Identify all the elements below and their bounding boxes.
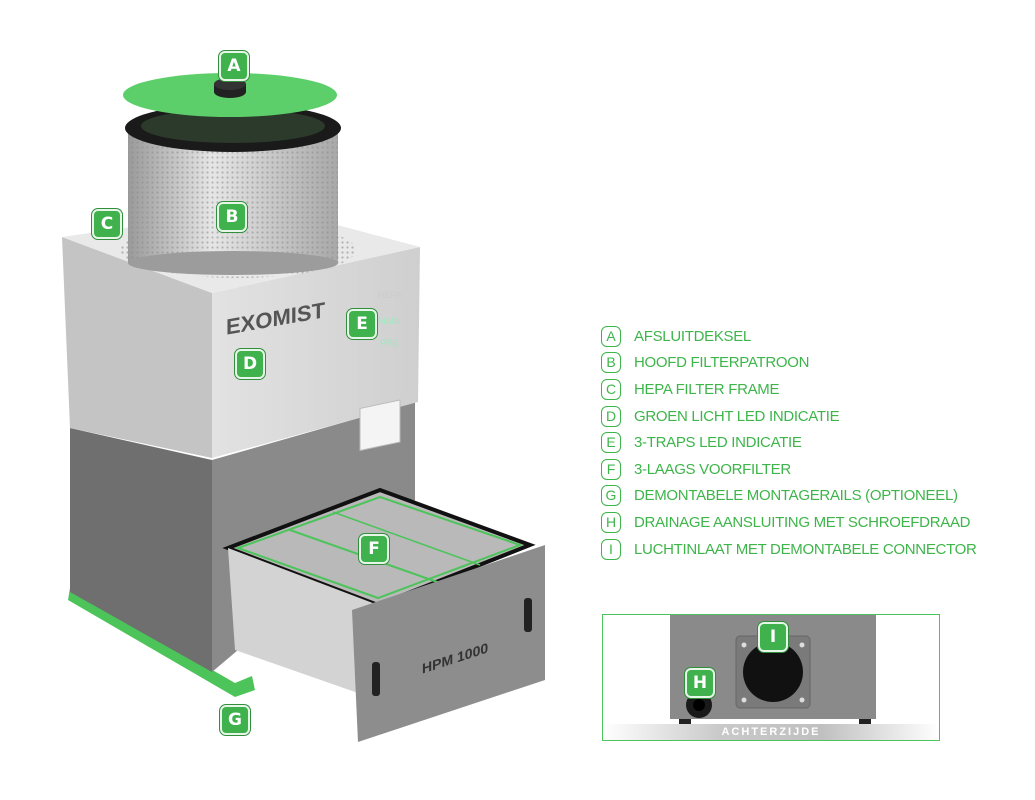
legend-item: G DEMONTABELE MONTAGERAILS (OPTIONEEL) bbox=[601, 483, 977, 510]
callout-f: F bbox=[359, 534, 389, 564]
legend-item: A AFSLUITDEKSEL bbox=[601, 323, 977, 350]
legend-label: DEMONTABELE MONTAGERAILS (OPTIONEEL) bbox=[634, 487, 958, 505]
legend-letter: H bbox=[601, 511, 621, 533]
legend-item: F 3-LAAGS VOORFILTER bbox=[601, 456, 977, 483]
legend-letter: G bbox=[601, 485, 621, 507]
callout-c: C bbox=[92, 209, 122, 239]
legend-label: HEPA FILTER FRAME bbox=[634, 380, 780, 398]
legend-label: 3-LAAGS VOORFILTER bbox=[634, 460, 791, 478]
callout-i: I bbox=[758, 622, 788, 652]
rear-view-caption: ACHTERZIJDE bbox=[603, 724, 939, 740]
legend-item: I LUCHTINLAAT MET DEMONTABELE CONNECTOR bbox=[601, 536, 977, 563]
rear-view-inset: I H ACHTERZIJDE bbox=[602, 614, 940, 741]
legend: A AFSLUITDEKSEL B HOOFD FILTERPATROON C HEP… bbox=[601, 323, 977, 562]
legend-letter: A bbox=[601, 325, 621, 347]
legend-letter: C bbox=[601, 378, 621, 400]
housing-left-face bbox=[62, 237, 212, 458]
legend-label: GROEN LICHT LED INDICATIE bbox=[634, 407, 840, 425]
legend-letter: E bbox=[601, 432, 621, 454]
led-label-pre: PRE bbox=[380, 338, 399, 348]
legend-item: D GROEN LICHT LED INDICATIE bbox=[601, 403, 977, 430]
base-left-face bbox=[70, 428, 212, 672]
legend-letter: B bbox=[601, 352, 621, 374]
drawer-front bbox=[352, 545, 545, 742]
callout-d: D bbox=[235, 349, 265, 379]
legend-label: HOOFD FILTERPATROON bbox=[634, 354, 810, 372]
led-label-hepa: HEPA bbox=[378, 290, 402, 300]
legend-label: 3-TRAPS LED INDICATIE bbox=[634, 434, 802, 452]
legend-item: B HOOFD FILTERPATROON bbox=[601, 350, 977, 377]
callout-g: G bbox=[220, 705, 250, 735]
legend-letter: D bbox=[601, 405, 621, 427]
callout-b: B bbox=[217, 202, 247, 232]
legend-item: H DRAINAGE AANSLUITING MET SCHROEFDRAAD bbox=[601, 509, 977, 536]
legend-label: DRAINAGE AANSLUITING MET SCHROEFDRAAD bbox=[634, 513, 971, 531]
led-label-main: MAIN bbox=[378, 316, 401, 326]
housing-front-face bbox=[212, 247, 420, 458]
legend-item: C HEPA FILTER FRAME bbox=[601, 376, 977, 403]
legend-item: E 3-TRAPS LED INDICATIE bbox=[601, 429, 977, 456]
legend-label: LUCHTINLAAT MET DEMONTABELE CONNECTOR bbox=[634, 540, 977, 558]
legend-letter: I bbox=[601, 538, 621, 560]
callout-e: E bbox=[347, 309, 377, 339]
legend-letter: F bbox=[601, 458, 621, 480]
rear-view-illustration bbox=[670, 615, 876, 727]
callout-h: H bbox=[685, 668, 715, 698]
callout-a: A bbox=[219, 51, 249, 81]
legend-label: AFSLUITDEKSEL bbox=[634, 327, 751, 345]
